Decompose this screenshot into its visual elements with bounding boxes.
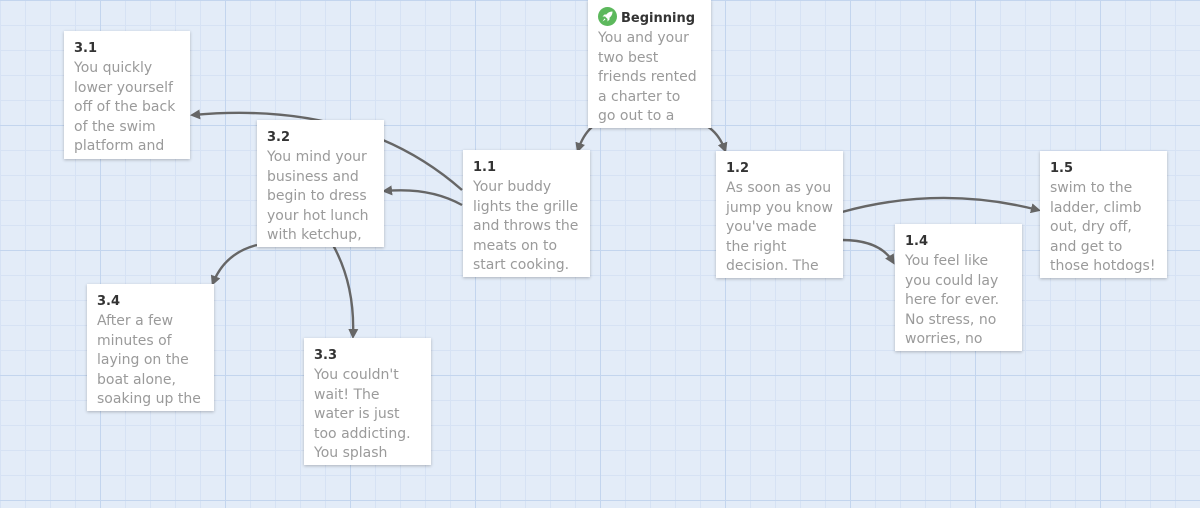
passage-beginning[interactable]: Beginning You and your two best friends … [588, 0, 711, 128]
passage-title: 1.2 [726, 161, 750, 176]
passage-excerpt: You quickly lower yourself off of the ba… [74, 60, 176, 154]
passage-excerpt: You couldn't wait! The water is just too… [314, 367, 411, 465]
link-1-2-to-1-4 [841, 238, 895, 265]
passage-3-4[interactable]: 3.4 After a few minutes of laying on the… [87, 284, 214, 411]
passage-title: Beginning [598, 7, 701, 28]
passage-title: 1.4 [905, 234, 929, 249]
passage-3-1[interactable]: 3.1 You quickly lower yourself off of th… [64, 31, 190, 159]
passage-1-1[interactable]: 1.1 Your buddy lights the grille and thr… [463, 150, 590, 277]
passage-excerpt: You feel like you could lay here for eve… [905, 253, 1000, 347]
passage-title: 3.4 [97, 294, 121, 309]
passage-excerpt: swim to the ladder, climb out, dry off, … [1050, 180, 1156, 278]
passage-1-5[interactable]: 1.5 swim to the ladder, climb out, dry o… [1040, 151, 1167, 278]
link-1-2-to-1-5 [841, 196, 1041, 214]
passage-title-text: Beginning [621, 11, 696, 26]
passage-1-2[interactable]: 1.2 As soon as you jump you know you've … [716, 151, 843, 278]
link-1-1-to-3-2 [381, 185, 463, 207]
link-beginning-to-1-1 [575, 126, 593, 153]
passage-excerpt: You and your two best friends rented a c… [598, 30, 697, 128]
passage-excerpt: You mind your business and begin to dres… [267, 149, 369, 243]
passage-title: 3.2 [267, 130, 291, 145]
passage-3-2[interactable]: 3.2 You mind your business and begin to … [257, 120, 384, 247]
link-3-2-to-3-3 [331, 244, 359, 340]
passage-excerpt: As soon as you jump you know you've made… [726, 180, 833, 274]
link-3-2-to-3-4 [210, 243, 258, 286]
passage-title: 1.1 [473, 160, 497, 175]
rocket-icon [598, 7, 617, 26]
passage-title: 1.5 [1050, 161, 1074, 176]
passage-3-3[interactable]: 3.3 You couldn't wait! The water is just… [304, 338, 431, 465]
passage-excerpt: After a few minutes of laying on the boa… [97, 313, 201, 407]
passage-title: 3.1 [74, 41, 98, 56]
passage-1-4[interactable]: 1.4 You feel like you could lay here for… [895, 224, 1022, 351]
passage-title: 3.3 [314, 348, 338, 363]
passage-excerpt: Your buddy lights the grille and throws … [473, 179, 579, 273]
